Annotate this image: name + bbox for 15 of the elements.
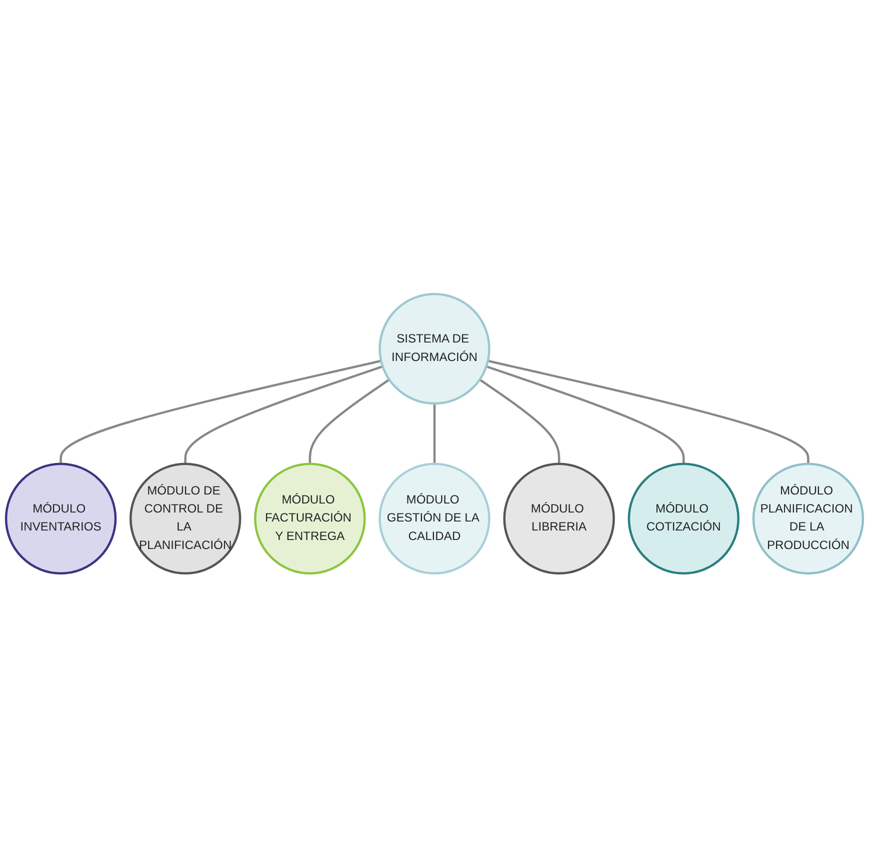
node-circle: MÓDULO FACTURACIÓN Y ENTREGA <box>254 462 366 574</box>
node-circle: MÓDULO COTIZACIÓN <box>628 462 740 574</box>
node-circle: MÓDULO LIBRERIA <box>503 462 615 574</box>
connector <box>488 360 810 464</box>
node-circle: MÓDULO GESTIÓN DE LA CALIDAD <box>378 462 490 574</box>
node-circle: SISTEMA DE INFORMACIÓN <box>378 292 490 404</box>
node-circle: MÓDULO DE CONTROL DE LA PLANIFICACIÓN <box>129 462 242 574</box>
connector <box>479 378 560 464</box>
connector <box>60 360 382 464</box>
node-circle: MÓDULO PLANIFICACION DE LA PRODUCCIÓN <box>752 462 864 574</box>
connector <box>308 378 390 464</box>
connector <box>486 365 685 464</box>
connector <box>184 365 384 464</box>
node-circle: MÓDULO INVENTARIOS <box>4 462 117 574</box>
connector <box>433 403 436 464</box>
